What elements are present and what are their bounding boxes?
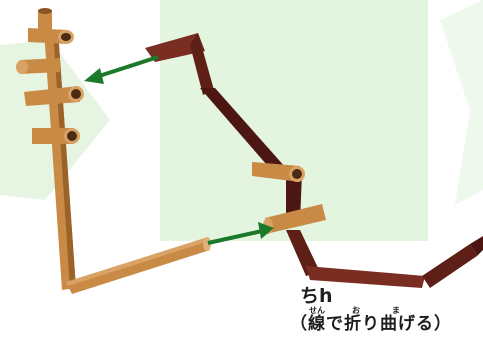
bamboo-stick [66,237,211,294]
bamboo-piece-upper [252,162,305,182]
arrow-right-icon [207,222,274,245]
caption-title: ちh [300,285,333,307]
branch-3 [24,86,84,106]
caption-subtitle: （線で折り曲げる） [290,314,452,334]
branch-1 [28,28,74,44]
ruby-ma: ま [392,306,400,315]
branch-2 [16,58,60,74]
ruby-o: お [352,306,360,315]
branch-4 [32,128,80,144]
arrow-left-icon [84,55,159,84]
ruby-sen: せん [309,306,325,315]
green-burst-right [440,0,483,205]
